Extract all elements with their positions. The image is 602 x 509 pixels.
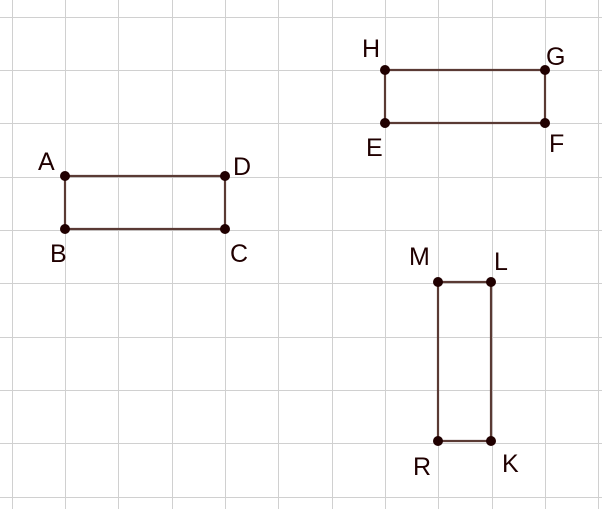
vertex-g bbox=[540, 65, 550, 75]
label-r: R bbox=[413, 453, 431, 481]
label-k: K bbox=[502, 450, 519, 478]
label-g: G bbox=[546, 43, 565, 71]
label-c: C bbox=[230, 240, 248, 268]
label-b: B bbox=[50, 240, 67, 268]
label-m: M bbox=[409, 243, 430, 271]
vertex-b bbox=[60, 224, 70, 234]
label-h: H bbox=[362, 35, 380, 63]
rectangle-rklm: M L K R bbox=[409, 243, 519, 481]
vertex-k bbox=[486, 436, 496, 446]
vertex-f bbox=[540, 118, 550, 128]
vertex-l bbox=[486, 277, 496, 287]
vertex-m bbox=[433, 277, 443, 287]
vertex-c bbox=[220, 224, 230, 234]
vertex-a bbox=[60, 171, 70, 181]
vertex-h bbox=[380, 65, 390, 75]
vertex-d bbox=[220, 171, 230, 181]
rectangle-abcd: A B C D bbox=[38, 148, 251, 268]
label-d: D bbox=[233, 153, 251, 181]
vertex-r bbox=[433, 436, 443, 446]
label-a: A bbox=[38, 148, 55, 176]
label-e: E bbox=[366, 134, 383, 162]
vertex-e bbox=[380, 118, 390, 128]
label-l: L bbox=[494, 248, 508, 276]
rectangle-efgh: E F G H bbox=[362, 35, 565, 162]
label-f: F bbox=[549, 130, 564, 158]
